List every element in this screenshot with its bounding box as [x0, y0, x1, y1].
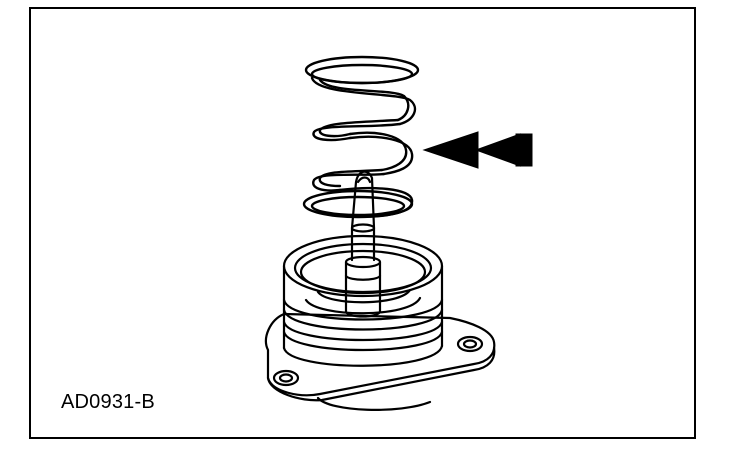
double-arrow-pointer — [422, 131, 533, 169]
coil-spring — [302, 55, 420, 219]
figure-id-label: AD0931-B — [61, 391, 155, 413]
